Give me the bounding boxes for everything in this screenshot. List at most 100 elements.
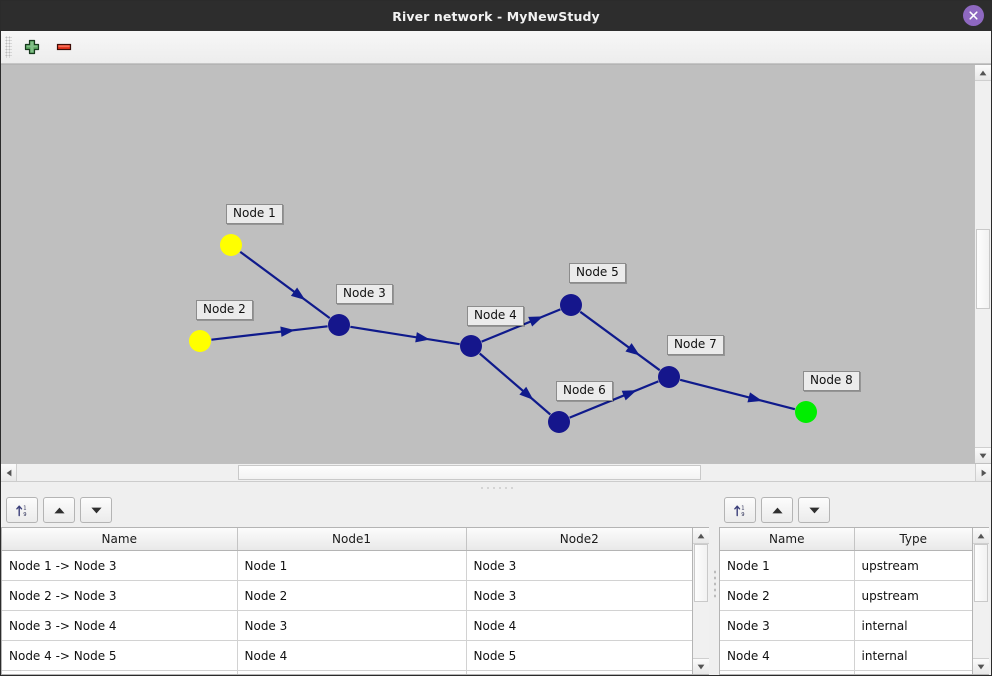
graph-vscroll-thumb[interactable] [976, 229, 990, 309]
table-cell[interactable]: Node 4 [720, 640, 855, 671]
graph-node-label[interactable]: Node 7 [667, 335, 724, 355]
scroll-up-icon[interactable] [693, 528, 710, 544]
graph-horizontal-scrollbar[interactable] [1, 463, 991, 481]
graph-node[interactable] [189, 330, 211, 352]
edges-vscroll-track[interactable] [693, 544, 710, 658]
scroll-up-icon[interactable] [975, 65, 991, 81]
table-cell[interactable]: Node 4 [237, 640, 467, 671]
graph-node[interactable] [658, 366, 680, 388]
table-cell[interactable] [2, 670, 238, 674]
table-cell[interactable]: Node 2 [720, 580, 855, 611]
graph-vscroll-track[interactable] [975, 81, 991, 447]
scroll-down-icon[interactable] [693, 658, 710, 674]
graph-edge[interactable] [569, 380, 659, 419]
plus-icon[interactable] [16, 32, 48, 62]
scroll-down-icon[interactable] [975, 447, 991, 463]
graph-hscroll-track[interactable] [17, 464, 975, 481]
table-cell[interactable]: Node 3 [720, 610, 855, 641]
sort-ascending-icon[interactable]: 1 9 [724, 497, 756, 523]
move-up-button[interactable] [43, 497, 75, 523]
table-cell[interactable]: Node 4 [466, 610, 693, 641]
graph-node-label[interactable]: Node 1 [226, 204, 283, 224]
table-cell[interactable]: upstream [854, 550, 972, 581]
table-row-empty[interactable] [720, 670, 972, 674]
scroll-down-icon[interactable] [973, 658, 989, 674]
column-header[interactable]: Node1 [237, 528, 467, 551]
graph-node-label[interactable]: Node 6 [556, 381, 613, 401]
table-cell[interactable]: Node 4 -> Node 5 [2, 640, 238, 671]
graph-node[interactable] [328, 314, 350, 336]
nodes-vscroll-track[interactable] [973, 544, 989, 658]
graph-node[interactable] [795, 401, 817, 423]
close-icon[interactable] [963, 5, 984, 26]
vertical-splitter[interactable] [711, 493, 719, 675]
graph-node-label[interactable]: Node 4 [467, 306, 524, 326]
horizontal-splitter[interactable] [1, 481, 991, 493]
graph-node-label[interactable]: Node 2 [196, 300, 253, 320]
table-cell[interactable]: Node 1 [720, 550, 855, 581]
table-cell[interactable]: internal [854, 640, 972, 671]
column-header[interactable]: Type [854, 528, 972, 551]
table-row-empty[interactable] [2, 670, 693, 674]
move-down-button[interactable] [798, 497, 830, 523]
table-cell[interactable] [720, 670, 855, 674]
nodes-vscroll-thumb[interactable] [974, 544, 988, 602]
table-cell[interactable]: Node 3 [466, 580, 693, 611]
edges-table-vertical-scrollbar[interactable] [692, 527, 710, 675]
graph-edge[interactable] [350, 325, 460, 346]
table-cell[interactable]: Node 1 -> Node 3 [2, 550, 238, 581]
graph-node[interactable] [560, 294, 582, 316]
graph-vertical-scrollbar[interactable] [974, 65, 991, 463]
move-down-button[interactable] [80, 497, 112, 523]
edges-vscroll-thumb[interactable] [694, 544, 709, 602]
graph-edge[interactable] [579, 310, 661, 372]
sort-ascending-icon[interactable]: 1 9 [6, 497, 38, 523]
graph-edge[interactable] [679, 378, 796, 411]
scroll-up-icon[interactable] [973, 528, 989, 544]
graph-hscroll-thumb[interactable] [238, 465, 701, 480]
graph-node-label[interactable]: Node 8 [803, 371, 860, 391]
table-cell[interactable]: Node 2 -> Node 3 [2, 580, 238, 611]
table-cell[interactable]: Node 2 [237, 580, 467, 611]
table-cell[interactable] [237, 670, 467, 674]
table-cell[interactable] [466, 670, 693, 674]
graph-node-label[interactable]: Node 5 [569, 263, 626, 283]
scroll-right-icon[interactable] [975, 464, 991, 481]
column-header[interactable]: Node2 [466, 528, 693, 551]
column-header[interactable]: Name [2, 528, 238, 551]
table-cell[interactable]: Node 1 [237, 550, 467, 581]
graph-node[interactable] [220, 234, 242, 256]
table-cell[interactable] [854, 670, 972, 674]
table-cell[interactable]: Node 3 -> Node 4 [2, 610, 238, 641]
graph-edge[interactable] [478, 352, 552, 416]
table-cell[interactable]: internal [854, 610, 972, 641]
graph-node-label[interactable]: Node 3 [336, 284, 393, 304]
table-cell[interactable]: Node 3 [466, 550, 693, 581]
network-graph-canvas[interactable]: Node 1 Node 2 Node 3 Node 4 Node 5 Node 6 Node… [1, 65, 974, 463]
toolbar-grip[interactable] [5, 36, 12, 58]
table-cell[interactable]: upstream [854, 580, 972, 611]
move-up-button[interactable] [761, 497, 793, 523]
graph-node[interactable] [460, 335, 482, 357]
minus-icon[interactable] [48, 32, 80, 62]
nodes-table-vertical-scrollbar[interactable] [972, 527, 989, 675]
scroll-left-icon[interactable] [1, 464, 17, 481]
column-header[interactable]: Name [720, 528, 855, 551]
graph-node[interactable] [548, 411, 570, 433]
graph-edge[interactable] [239, 250, 331, 320]
graph-edge[interactable] [211, 325, 328, 341]
table-cell[interactable]: Node 5 [466, 640, 693, 671]
table-cell[interactable]: Node 3 [237, 610, 467, 641]
